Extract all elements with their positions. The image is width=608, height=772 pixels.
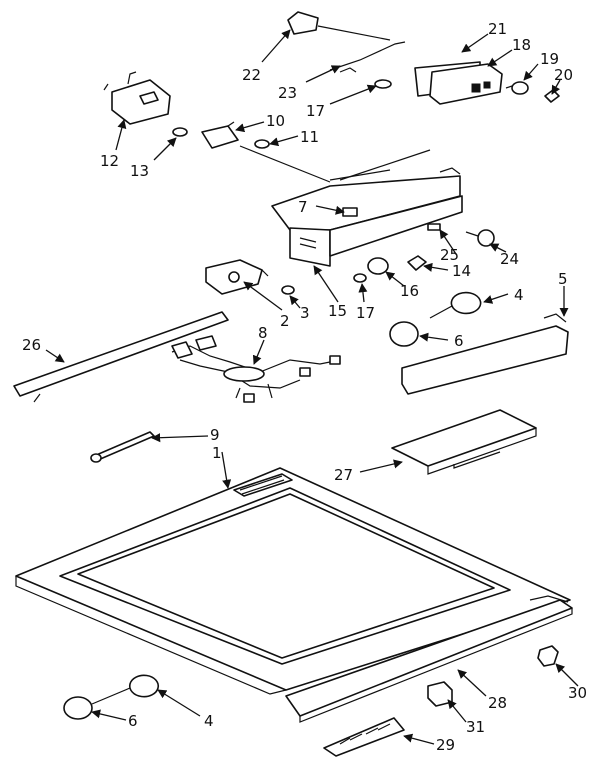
bulb-24: [465, 229, 495, 247]
callout-1: 1: [212, 444, 222, 462]
lamp-17-top: [374, 79, 392, 89]
callout-19: 19: [540, 50, 559, 68]
callout-23: 23: [278, 84, 297, 102]
part-20: [544, 89, 560, 103]
callout-6: 6: [454, 332, 464, 350]
clip-30: [537, 645, 559, 667]
strip-26: [13, 311, 229, 403]
callout-18: 18: [512, 36, 531, 54]
cover-29: [323, 717, 405, 757]
holder-2: [205, 259, 269, 295]
callout-2: 2: [280, 312, 290, 330]
callout-29: 29: [436, 736, 455, 754]
leaders: [45, 29, 579, 745]
callout-28: 28: [488, 694, 507, 712]
lens-6-upper: [389, 321, 419, 347]
part-14: [407, 255, 427, 271]
strip-28: [285, 595, 573, 723]
callout-15: 15: [328, 302, 347, 320]
callout-17-top: 17: [306, 102, 325, 120]
probe-9: [90, 431, 155, 463]
callout-26: 26: [22, 336, 41, 354]
callout-30: 30: [568, 684, 587, 702]
callout-25: 25: [440, 246, 459, 264]
callout-9: 9: [210, 426, 220, 444]
callout-7: 7: [298, 198, 308, 216]
callout-6-lower: 6: [128, 712, 138, 730]
lens-6-lower: [63, 696, 93, 720]
harness-8: [171, 335, 341, 403]
callout-12: 12: [100, 152, 119, 170]
switch-31: [427, 681, 453, 707]
screw-3: [281, 285, 295, 295]
bracket-12: [103, 71, 171, 125]
handle-5: [401, 313, 569, 395]
callout-5: 5: [558, 270, 568, 288]
callout-10: 10: [266, 112, 285, 130]
callout-24: 24: [500, 250, 519, 268]
callout-22: 22: [242, 66, 261, 84]
callout-4-lower: 4: [204, 712, 214, 730]
bulb-4-lower: [91, 674, 160, 705]
callout-3: 3: [300, 304, 310, 322]
card-27: [391, 409, 537, 475]
lamp-13: [172, 127, 188, 137]
lamp-11: [254, 139, 270, 149]
door-frame-1: [15, 467, 571, 695]
bulb-4-upper: [429, 291, 482, 319]
socket-10: [201, 121, 239, 149]
callout-labels: 1 2 3 4 5 6 7 8 9 10 11 12 13 14 15 16 1…: [22, 20, 587, 754]
lamp-17-low: [353, 273, 367, 283]
callout-21: 21: [488, 20, 507, 38]
callout-27: 27: [334, 466, 353, 484]
knob-16: [367, 257, 389, 275]
callout-14: 14: [452, 262, 471, 280]
harness-22: [287, 11, 406, 73]
console-panel: [271, 167, 463, 267]
callout-4: 4: [514, 286, 524, 304]
callout-16: 16: [400, 282, 419, 300]
callout-20: 20: [554, 66, 573, 84]
callout-11: 11: [300, 128, 319, 146]
callout-8: 8: [258, 324, 268, 342]
callout-31: 31: [466, 718, 485, 736]
starter-19: [505, 81, 529, 95]
callout-13: 13: [130, 162, 149, 180]
ballast-18: [414, 61, 503, 105]
callout-17-low: 17: [356, 304, 375, 322]
